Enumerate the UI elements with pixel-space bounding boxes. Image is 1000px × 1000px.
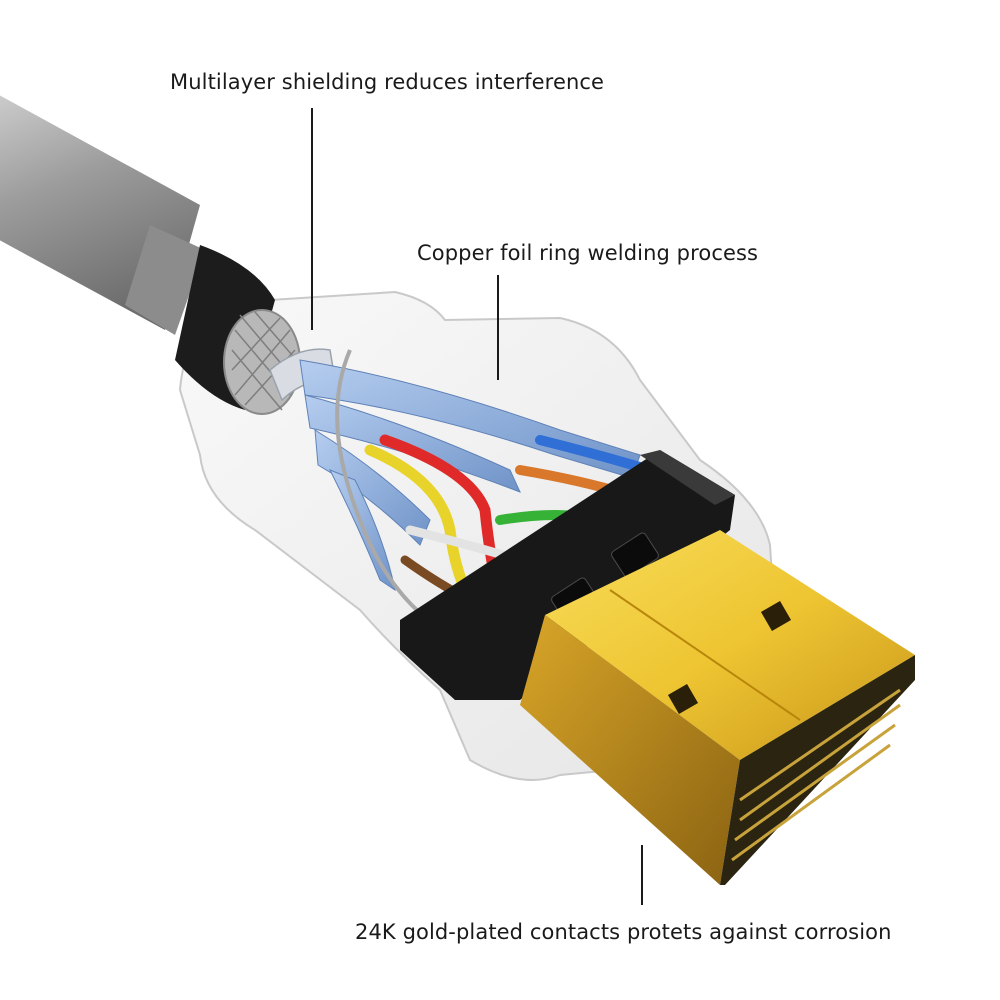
plug-hole-1	[760, 600, 792, 632]
drain-wire	[335, 349, 452, 637]
plug-hole-2	[667, 683, 699, 715]
callout-copper-foil-label: Copper foil ring welding process	[417, 241, 759, 265]
braid-texture	[231, 311, 299, 411]
cable-jacket-band	[125, 225, 205, 335]
plug-contacts	[731, 688, 901, 862]
foil-pair-2	[304, 394, 521, 493]
plug-seam	[609, 589, 801, 721]
callout-shielding-label: Multilayer shielding reduces interferenc…	[170, 70, 605, 94]
connector-housing	[400, 450, 735, 700]
callout-gold-contacts-label: 24K gold-plated contacts protets against…	[355, 920, 892, 944]
gold-plug-top	[545, 530, 915, 760]
housing-top-face	[640, 450, 735, 505]
gold-plug-face	[520, 615, 740, 885]
